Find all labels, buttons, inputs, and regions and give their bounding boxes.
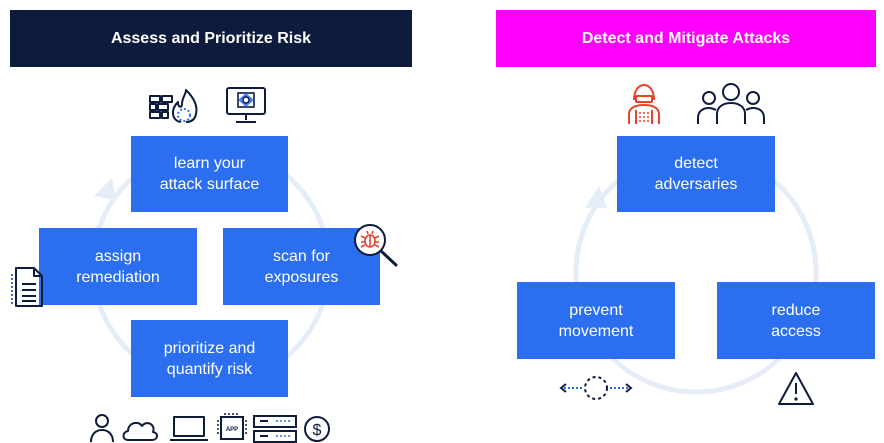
warning-icon <box>778 372 814 405</box>
cloud-icon <box>122 421 158 441</box>
step-learn-line1: learn your <box>173 155 246 172</box>
step-detect-line2: adversaries <box>654 176 738 193</box>
user-icon <box>90 414 114 443</box>
app-chip-icon: APP <box>217 413 247 440</box>
bug-magnifier-icon <box>354 224 398 267</box>
laptop-icon <box>170 416 208 441</box>
step-assign-line1: assign <box>94 247 142 265</box>
step-assign-line2: remediation <box>76 268 160 286</box>
hacker-icon <box>628 84 660 124</box>
firewall-fire-icon <box>149 89 198 123</box>
svg-text:$: $ <box>313 422 322 439</box>
step-prioritize-line1: prioritize and <box>163 339 256 357</box>
step-detect-adversaries: detect adversaries <box>617 136 775 212</box>
step-learn-attack-surface: learn your attack surface <box>131 136 288 212</box>
step-prioritize-line2: quantify risk <box>166 360 253 378</box>
step-detect-line1: detect <box>674 155 718 172</box>
assess-prioritize-title: Assess and Prioritize Risk <box>110 29 312 47</box>
movement-icon <box>559 376 633 400</box>
monitor-icon <box>226 87 266 123</box>
step-reduce-access: reduce access <box>717 282 875 359</box>
step-reduce-line2: access <box>771 322 821 340</box>
step-scan-line2: exposures <box>264 268 339 286</box>
step-learn-line2: attack surface <box>159 176 260 193</box>
svg-text:APP: APP <box>226 427 238 433</box>
dollar-icon: $ <box>304 416 330 442</box>
step-reduce-line1: reduce <box>771 301 821 319</box>
users-group-icon <box>697 83 765 124</box>
step-prevent-line1: prevent <box>569 301 623 319</box>
step-prevent-movement: prevent movement <box>517 282 675 359</box>
step-scan-exposures: scan for exposures <box>223 228 380 305</box>
step-assign-remediation: assign remediation <box>39 228 197 305</box>
document-icon <box>11 267 43 307</box>
assess-prioritize-header: Assess and Prioritize Risk <box>10 10 412 67</box>
step-prioritize-quantify: prioritize and quantify risk <box>131 320 288 397</box>
server-icon <box>253 415 297 443</box>
detect-mitigate-title: Detect and Mitigate Attacks <box>581 29 791 47</box>
step-prevent-line2: movement <box>558 322 634 340</box>
detect-mitigate-header: Detect and Mitigate Attacks <box>496 10 876 67</box>
step-scan-line1: scan for <box>273 247 330 265</box>
